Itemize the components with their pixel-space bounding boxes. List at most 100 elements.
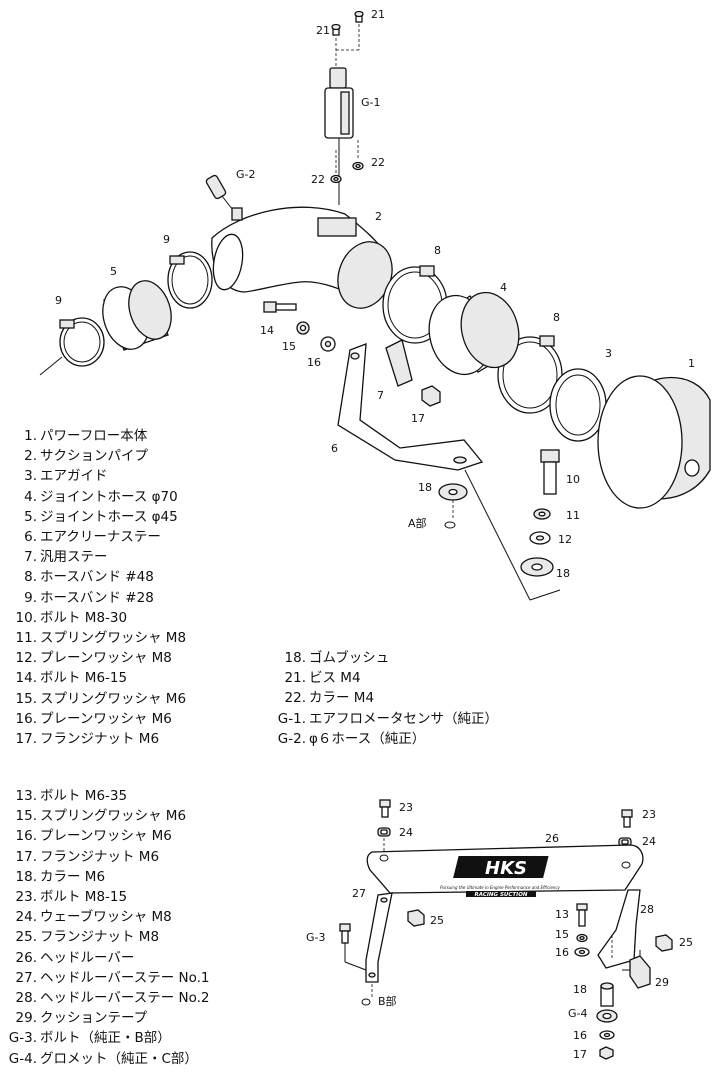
callout-a-part: A部 [408,516,427,530]
callout-15: 15 [282,340,296,353]
callout-18a: 18 [418,481,432,494]
parts-list-item: 8.ホースバンド #48 [24,569,154,586]
bolt-14 [263,301,297,313]
hose-band-28-b [59,317,105,367]
parts-list-item: 25.フランジナット M8 [15,929,160,946]
parts-list-item: G-3.ボルト（純正・B部） [8,1030,171,1047]
parts-list-upper: 1.パワーフロー本体 2.サクションパイプ 3.エアガイド 4.ジョイントホース… [0,426,187,749]
hks-logo-tagline: Pursuing the Ultimate in Engine Performa… [440,885,560,890]
callout-22b: 22 [371,156,385,169]
callout-18b: 18 [556,567,570,580]
parts-list-item: 16.プレーンワッシャ M6 [15,828,172,845]
plain-washer-12 [529,531,551,545]
collar-22-a [330,174,342,184]
callout-4: 4 [500,281,507,294]
head-louver-stay-2 [597,889,641,969]
joint-hose-45 [102,280,172,351]
parts-list-item: 14.ボルト M6-15 [15,670,128,687]
hks-logo-brand: HKS [485,858,527,879]
parts-list-item: 18.ゴムブッシュ [284,650,390,666]
callout-26: 26 [545,832,559,845]
parts-list-upper-right: 18.ゴムブッシュ 21.ビス M4 22.カラー M4 G-1.エアフロメータ… [244,648,498,749]
parts-list-item: 21.ビス M4 [284,670,361,687]
spring-washer-15-lower [576,933,588,943]
wave-washer-24-a [377,827,391,837]
parts-list-item: 15.スプリングワッシャ M6 [15,690,187,707]
parts-list-item: 13.ボルト M6-35 [15,788,128,804]
parts-list-item: 7.汎用ステー [24,549,108,566]
parts-list-item: 27.ヘッドルーバーステー No.1 [15,969,210,986]
suction-pipe [211,206,393,309]
bolt-10 [540,449,560,495]
flange-nut-25-b [655,934,673,952]
callout-18-lower: 18 [573,983,587,996]
callout-g2: G-2 [236,168,256,181]
callout-22a: 22 [311,173,325,186]
hks-logo-product: RACING SUCTION [475,892,528,898]
callout-9a: 9 [163,233,170,246]
callout-25a: 25 [430,914,444,927]
joint-hose-70 [428,291,520,376]
callout-25b: 25 [679,936,693,949]
bolt-g3 [339,923,351,944]
air-guide [549,368,607,442]
callout-12: 12 [558,533,572,546]
parts-list-item: 10.ボルト M8-30 [15,609,128,626]
callout-8a: 8 [434,244,441,257]
callout-g1: G-1 [361,96,381,109]
parts-list-item: 6.エアクリーナステー [24,529,161,546]
spring-washer-11 [533,508,551,520]
callout-6: 6 [331,442,338,455]
universal-stay [385,339,413,387]
hose-band-28-a [167,251,213,309]
callout-g4: G-4 [568,1007,588,1020]
collar-22-b [352,161,364,171]
parts-list-lower: 13.ボルト M6-35 15.スプリングワッシャ M6 16.プレーンワッシャ… [0,786,210,1069]
plain-washer-16-lower-a [574,947,590,957]
parts-list-item: 15.スプリングワッシャ M6 [15,808,187,825]
rubber-bush-18-a [438,483,468,501]
plain-washer-16 [320,336,336,352]
parts-list-item: G-1.エアフロメータセンサ（純正） [277,710,498,727]
callout-24b: 24 [642,835,656,848]
flange-nut-17 [421,385,441,407]
screw-21-a [331,23,341,36]
callout-1: 1 [688,357,695,370]
collar-18-lower [600,982,614,1007]
rubber-bush-18-b [520,557,554,577]
callout-g3: G-3 [306,931,326,944]
grommet-g4 [596,1009,618,1023]
parts-list-item: 4.ジョイントホース φ70 [24,488,178,505]
callout-21b: 21 [371,8,385,21]
parts-list-item: 22.カラー M4 [284,690,375,707]
parts-list-item: 18.カラー M6 [15,868,106,885]
parts-list-item: 28.ヘッドルーバーステー No.2 [15,990,210,1007]
callout-17: 17 [411,412,425,425]
callout-9b: 9 [55,294,62,307]
callout-3: 3 [605,347,612,360]
parts-list-item: 9.ホースバンド #28 [24,589,154,606]
parts-list-item: 23.ボルト M8-15 [15,889,128,906]
callout-14: 14 [260,324,274,337]
callout-23b: 23 [642,808,656,821]
air-cleaner-stay [337,343,484,471]
callout-5: 5 [110,265,117,278]
parts-list-item: 11.スプリングワッシャ M8 [15,630,187,647]
callout-b-part: B部 [378,994,397,1008]
callout-27: 27 [352,887,366,900]
airflow-meter-sensor [324,67,354,205]
parts-list-item: G-2.φ６ホース（純正） [277,730,426,747]
head-louver-stay-1 [365,892,393,983]
parts-list-item: 2.サクションパイプ [24,448,148,465]
spring-washer-15 [296,321,310,335]
callout-11: 11 [566,509,580,522]
bolt-23-b [621,809,633,828]
parts-list-item: 29.クッションテープ [15,1010,148,1027]
callout-13: 13 [555,908,569,921]
callout-7: 7 [377,389,384,402]
callout-23a: 23 [399,801,413,814]
flange-nut-25-a [407,909,425,927]
callout-28: 28 [640,903,654,916]
plain-washer-16-lower-b [599,1030,615,1040]
parts-list-item: 24.ウェーブワッシャ M8 [15,909,172,926]
